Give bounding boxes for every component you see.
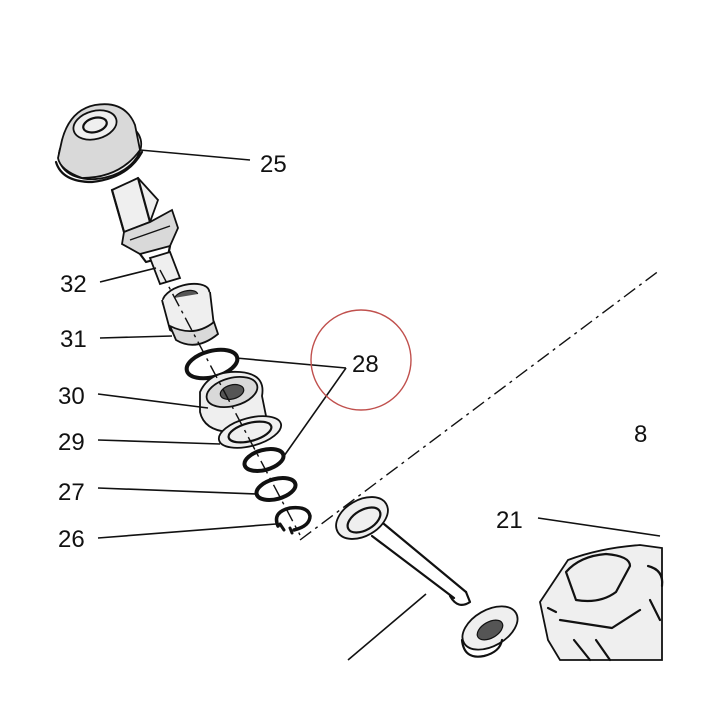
part-29-washer: [217, 415, 283, 449]
callout-29: 29: [58, 429, 85, 456]
leader-lines: [97, 149, 661, 661]
axis-centerline: [159, 269, 301, 536]
callout-27: 27: [58, 479, 85, 506]
leader-26: [97, 523, 277, 539]
axis-centerline-diagonal: [299, 269, 661, 541]
leader-28b: [283, 367, 347, 457]
part-28-oring-lower: [242, 447, 286, 473]
valve-seal: [460, 605, 519, 658]
callout-26: 26: [58, 526, 85, 553]
leader-32: [99, 267, 157, 283]
callout-31: 31: [60, 326, 87, 353]
leader-21: [537, 517, 661, 537]
part-32-sensor: [110, 176, 182, 286]
valve: [335, 496, 472, 607]
part-31-sleeve: [161, 282, 220, 346]
callout-8: 8: [634, 421, 647, 448]
part-26-circlip: [274, 505, 312, 535]
leader-valve: [347, 593, 427, 661]
leader-31: [99, 335, 173, 339]
callout-30: 30: [58, 383, 85, 410]
part-30-housing: [199, 370, 267, 433]
part-25-boot: [54, 103, 144, 184]
leader-29: [97, 439, 221, 445]
leader-27: [97, 487, 257, 495]
callout-32: 32: [60, 271, 87, 298]
highlight-circle-28: [310, 309, 412, 411]
cylinder-head-fragment: [539, 544, 664, 662]
leader-28a: [235, 357, 347, 369]
callout-25: 25: [260, 151, 287, 178]
leader-25: [139, 149, 251, 161]
part-27-ring: [254, 476, 298, 502]
callout-28: 28: [352, 351, 379, 378]
callout-21: 21: [496, 507, 523, 534]
leader-30: [97, 393, 209, 409]
